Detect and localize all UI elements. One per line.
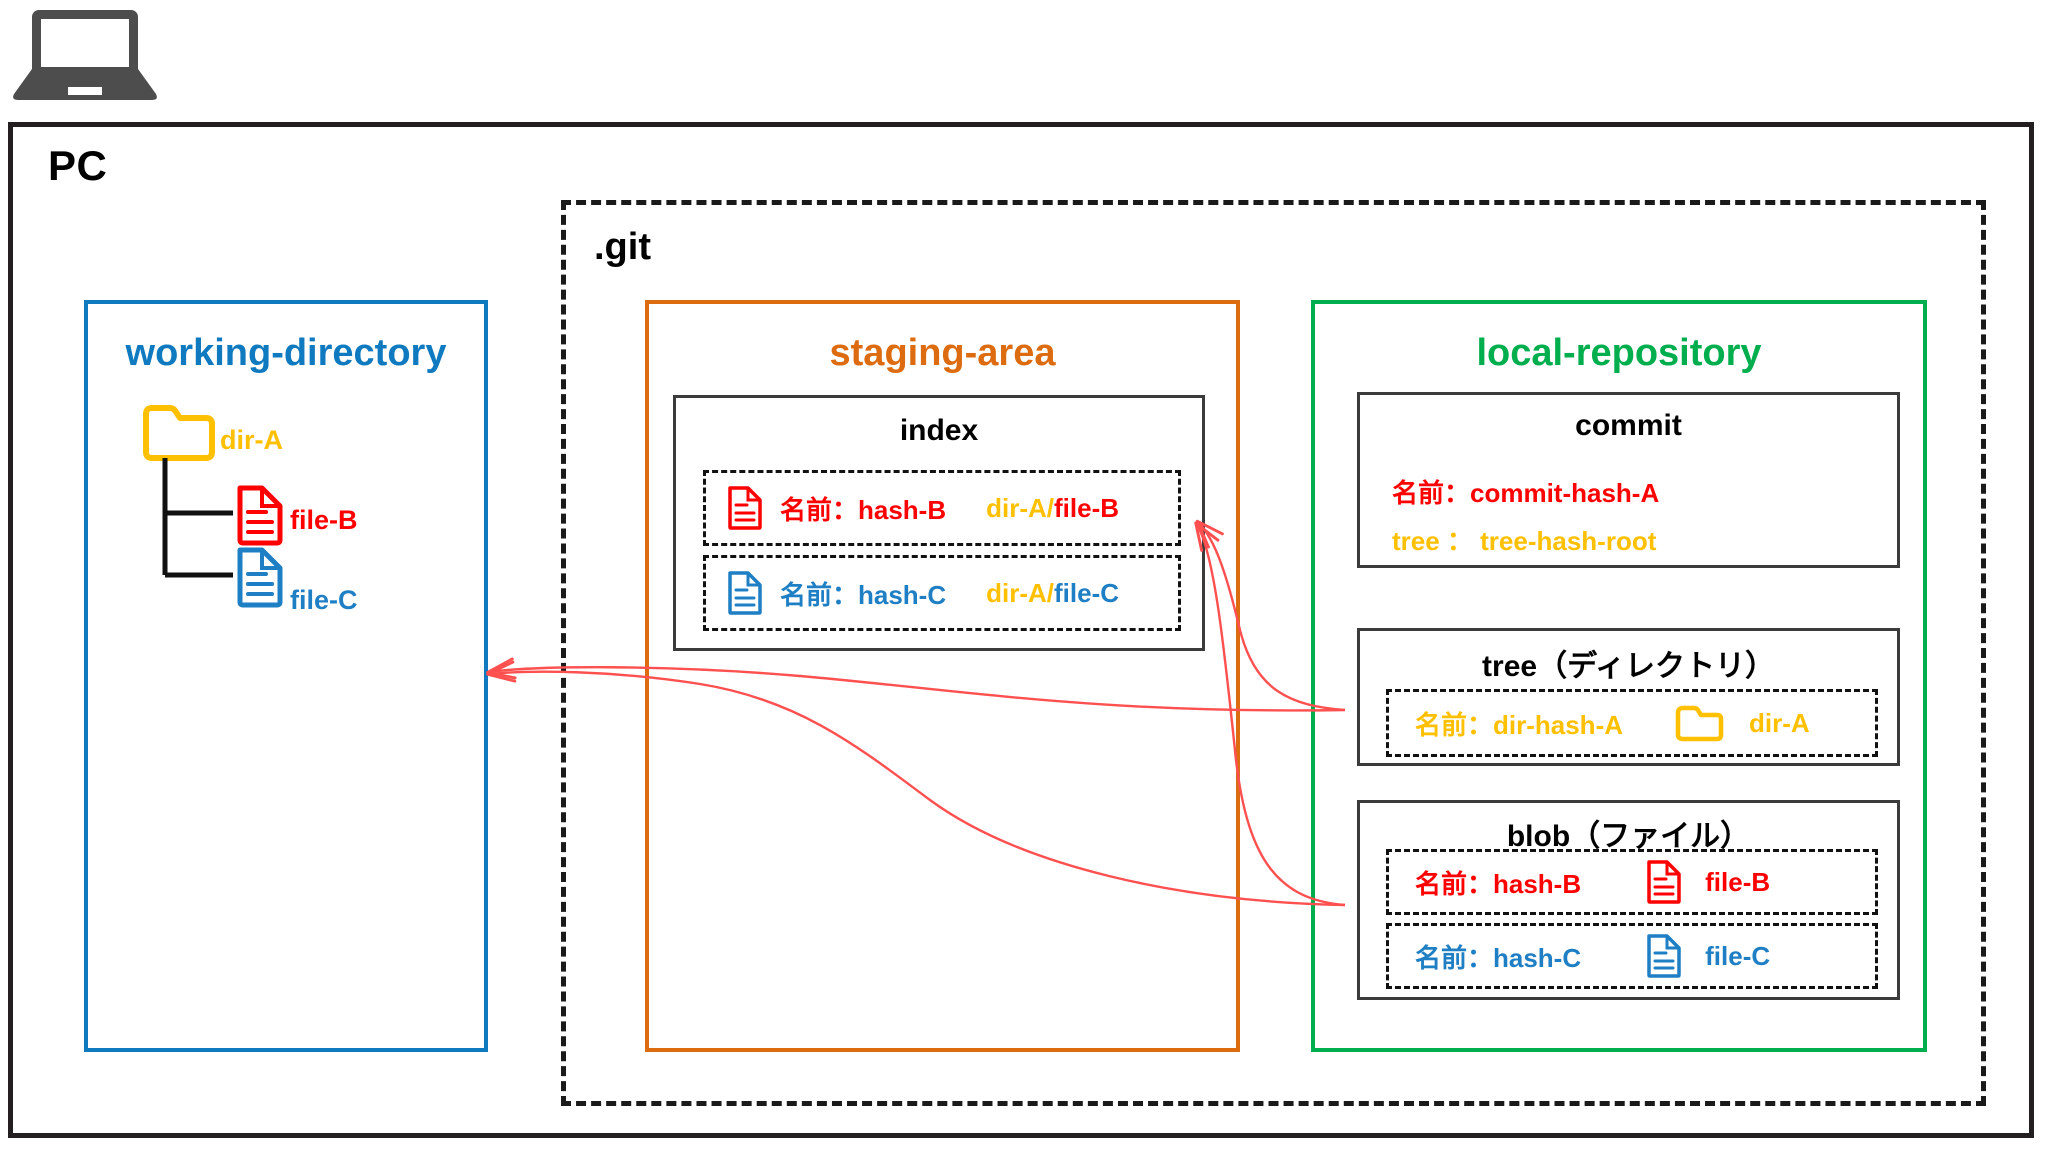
folder-icon bbox=[1675, 704, 1724, 742]
staging-area-title: staging-area bbox=[829, 332, 1056, 374]
file-icon-c bbox=[237, 547, 283, 608]
git-label: .git bbox=[594, 226, 651, 268]
index-entry-path-dir: dir-A/ bbox=[986, 577, 1055, 608]
tree-entry-name: 名前：dir-hash-A bbox=[1415, 709, 1624, 740]
working-directory-file-tree bbox=[140, 400, 460, 630]
tree-label-file-b: file-B bbox=[290, 505, 358, 535]
tree-panel: tree（ディレクトリ） 名前：dir-hash-A dir-A bbox=[1357, 628, 1900, 766]
pc-label: PC bbox=[48, 142, 108, 189]
blob-entry-name: 名前：hash-B bbox=[1415, 868, 1582, 899]
file-icon bbox=[1647, 860, 1681, 904]
pc-boundary-box bbox=[8, 122, 2034, 1138]
index-entry-name: 名前：hash-B bbox=[780, 494, 947, 525]
tree-entry-object: dir-A bbox=[1749, 707, 1810, 738]
index-entry-path-file: file-C bbox=[1054, 577, 1120, 608]
blob-entry-object: file-C bbox=[1705, 940, 1771, 971]
file-icon bbox=[1647, 934, 1681, 978]
index-entry-path-dir: dir-A/ bbox=[986, 492, 1055, 523]
blob-entry-object: file-B bbox=[1705, 866, 1771, 897]
commit-panel: commit 名前：commit-hash-A tree ： tree-hash… bbox=[1357, 392, 1900, 568]
blob-entry-name: 名前：hash-C bbox=[1415, 942, 1582, 973]
laptop-icon bbox=[10, 6, 160, 106]
index-entry-row: 名前：hash-C dir-A/file-C bbox=[703, 555, 1181, 631]
index-entry-path-file: file-B bbox=[1054, 492, 1120, 523]
tree-title: tree（ディレクトリ） bbox=[1482, 650, 1775, 683]
tree-entry-row: 名前：dir-hash-A dir-A bbox=[1386, 689, 1878, 757]
file-icon bbox=[728, 571, 762, 615]
file-icon-b bbox=[237, 485, 283, 546]
local-repository-title: local-repository bbox=[1476, 332, 1762, 374]
file-icon bbox=[728, 486, 762, 530]
index-entry-name: 名前：hash-C bbox=[780, 579, 947, 610]
folder-icon bbox=[143, 405, 215, 461]
commit-tree-line: tree ： tree-hash-root bbox=[1392, 526, 1657, 556]
tree-label-file-c: file-C bbox=[290, 585, 358, 615]
git-directory-box bbox=[561, 200, 1986, 1106]
tree-label-dir-a: dir-A bbox=[220, 425, 283, 455]
working-directory-box: working-directory bbox=[84, 300, 488, 1052]
commit-name-line: 名前：commit-hash-A bbox=[1392, 478, 1660, 508]
index-title: index bbox=[899, 414, 979, 447]
index-entry-row: 名前：hash-B dir-A/file-B bbox=[703, 470, 1181, 546]
blob-panel: blob（ファイル） 名前：hash-B file-B 名前：hash-C bbox=[1357, 800, 1900, 1000]
index-panel: index 名前：hash-B dir-A/file-B bbox=[673, 395, 1205, 651]
commit-title: commit bbox=[1575, 409, 1682, 442]
blob-title: blob（ファイル） bbox=[1506, 820, 1751, 853]
blob-entry-row: 名前：hash-B file-B bbox=[1386, 849, 1878, 915]
working-directory-title: working-directory bbox=[125, 332, 447, 374]
blob-entry-row: 名前：hash-C file-C bbox=[1386, 923, 1878, 989]
